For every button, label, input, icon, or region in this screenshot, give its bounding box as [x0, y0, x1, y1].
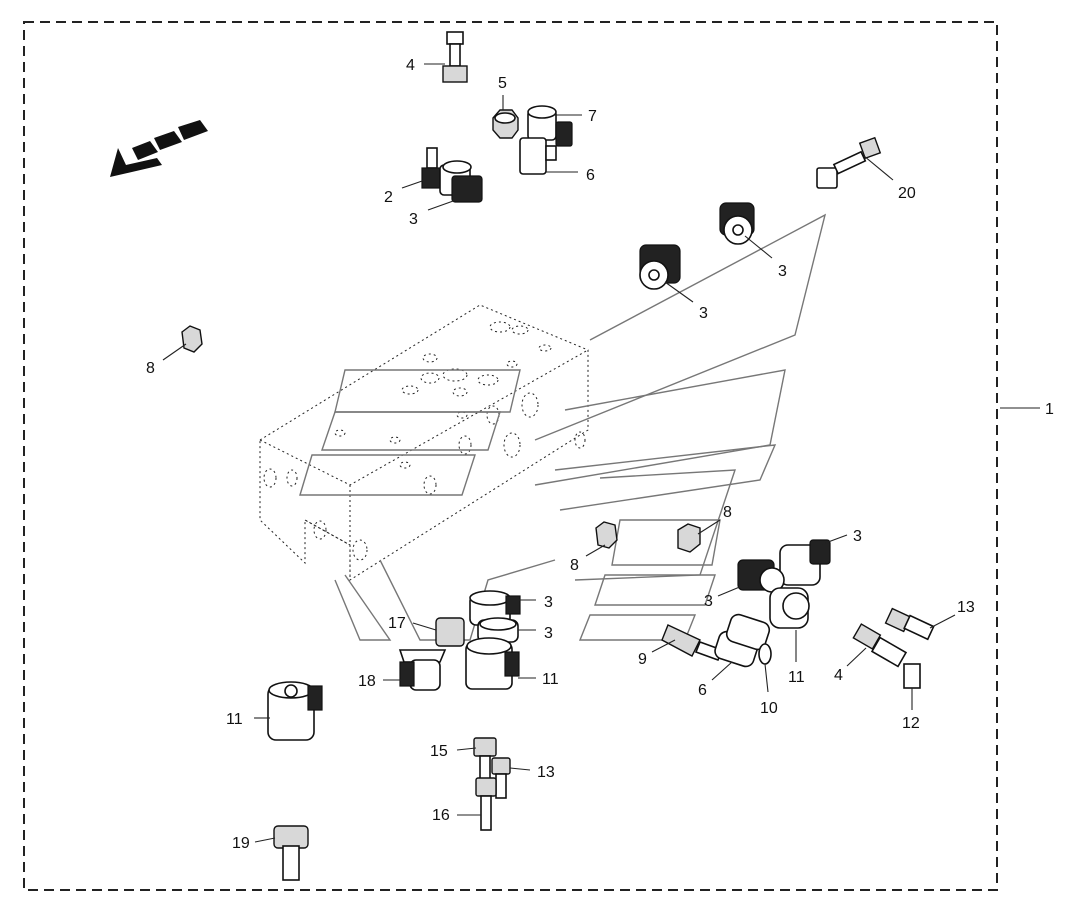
callout-12: 12: [902, 715, 920, 732]
callout-1: 1: [1045, 401, 1054, 418]
callout-6: 6: [586, 167, 595, 184]
callout-13: 13: [957, 599, 975, 616]
callout-13: 13: [537, 764, 555, 781]
callout-3: 3: [699, 305, 708, 322]
valve-2-coil-3: [421, 147, 483, 203]
callout-3: 3: [544, 625, 553, 642]
callout-3: 3: [409, 211, 418, 228]
callout-17: 17: [388, 615, 406, 632]
callout-19: 19: [232, 835, 250, 852]
fittings-13-4-12: [852, 607, 935, 689]
sensor-18: [398, 649, 447, 691]
callout-11: 11: [542, 671, 559, 688]
direction-arrow-icon: [110, 120, 208, 177]
callout-3: 3: [704, 593, 713, 610]
callout-7: 7: [588, 108, 597, 125]
callout-11: 11: [226, 711, 243, 728]
coils-3-center: [469, 590, 521, 643]
bolt-4-top: [442, 31, 468, 83]
plug-17: [435, 617, 465, 647]
callout-4: 4: [406, 57, 415, 74]
bolt-19: [273, 825, 309, 881]
bolt-20: [816, 136, 882, 189]
callout-11: 11: [788, 669, 805, 686]
coil-3-mid: [639, 244, 681, 290]
callout-10: 10: [760, 700, 778, 717]
callout-8: 8: [570, 557, 579, 574]
callout-8: 8: [146, 360, 155, 377]
coil-11-center: [465, 637, 520, 690]
callout-15: 15: [430, 743, 448, 760]
callout-3: 3: [853, 528, 862, 545]
plug-8-pair: [595, 521, 701, 553]
bolts-15-13-16: [473, 737, 511, 831]
callout-5: 5: [498, 75, 507, 92]
callout-18: 18: [358, 673, 376, 690]
callout-20: 20: [898, 185, 916, 202]
callout-labels: 1 2 3 4 5 6 7 8 9 10 11 12 13 15 16 17 1…: [146, 57, 1054, 852]
valve-7-6: [519, 105, 573, 175]
callout-3: 3: [778, 263, 787, 280]
valve-manifold-block: [259, 304, 589, 581]
assembly-boundary-frame: [23, 21, 998, 891]
callout-6: 6: [698, 682, 707, 699]
coil-3-right-pair: [737, 539, 831, 593]
plug-8-left: [181, 325, 203, 353]
coil-11-left: [267, 681, 323, 741]
coil-11-right: [769, 587, 810, 629]
callout-9: 9: [638, 651, 647, 668]
callout-8: 8: [723, 504, 732, 521]
callout-4: 4: [834, 667, 843, 684]
coil-3-upper-right: [719, 202, 755, 245]
callout-2: 2: [384, 189, 393, 206]
leader-lines: [162, 63, 1040, 843]
callout-16: 16: [432, 807, 450, 824]
valve-9-6-10: [661, 613, 772, 668]
callout-3: 3: [544, 594, 553, 611]
cap-5: [492, 109, 519, 139]
